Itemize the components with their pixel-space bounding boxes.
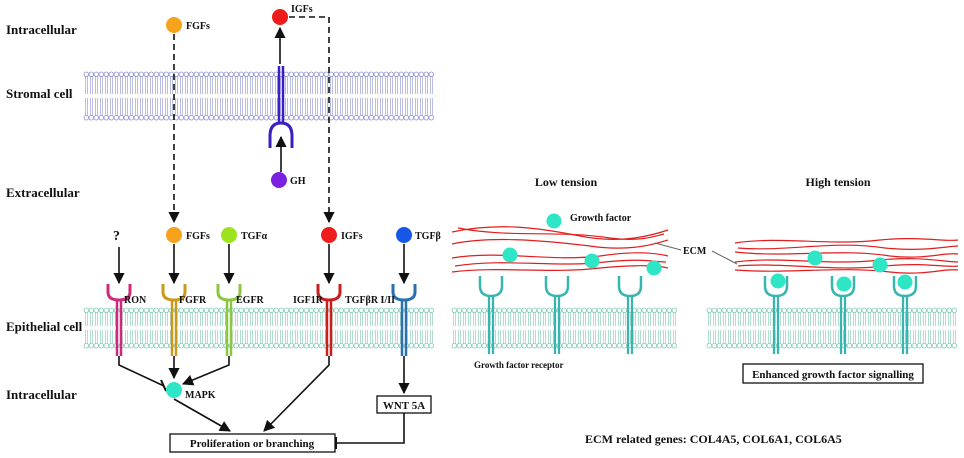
mapk-to-proliferation-arrow <box>173 398 231 432</box>
growth-factor-receptor <box>617 276 643 354</box>
high-tension-title: High tension <box>805 175 870 189</box>
growth-factor-ball <box>807 250 823 266</box>
proliferation-box <box>169 433 336 453</box>
ecm-fiber-high <box>734 258 959 263</box>
ron-to-mapk-inhibition <box>118 356 165 387</box>
tgfbr-label: TGFβR I/II <box>345 295 395 306</box>
tgfb-label: TGFβ <box>415 231 441 242</box>
growth-factor-ball <box>646 260 662 276</box>
mapk-node <box>166 382 182 398</box>
wnt5a-inhibition-line <box>336 413 405 444</box>
igf1r-to-proliferation-arrow <box>263 356 330 432</box>
membranes <box>83 71 957 349</box>
ecm-fiber-high <box>737 244 959 250</box>
growth-factor-ball <box>872 257 888 273</box>
label-stromal-cell: Stromal cell <box>6 86 73 101</box>
fgfs-node <box>166 227 182 243</box>
label-intracellular-bottom: Intracellular <box>6 387 77 402</box>
fgfs-label: FGFs <box>186 231 210 242</box>
ecm-fiber-low <box>451 252 669 259</box>
gh-label: GH <box>290 176 306 187</box>
growth-factor-receptor <box>478 276 504 354</box>
ecm-fiber-low <box>451 238 669 249</box>
tgfa-label: TGFα <box>241 231 268 242</box>
growth-factors <box>502 213 913 292</box>
growth-factor-receptor <box>892 276 918 354</box>
growth-factor-ball <box>584 253 600 269</box>
tgfa-node <box>221 227 237 243</box>
low-tension-title: Low tension <box>535 175 598 189</box>
wnt5a-label: WNT 5A <box>383 400 425 412</box>
label-epithelial-cell: Epithelial cell <box>6 319 83 334</box>
ecm-fiber-high <box>734 269 959 274</box>
growth-factor-ball <box>770 273 786 289</box>
ecm-pointer-high <box>711 250 738 265</box>
gh-receptor <box>268 66 294 148</box>
egfr-label: EGFR <box>236 295 265 306</box>
proliferation-label: Proliferation or branching <box>190 438 315 450</box>
gh-node <box>271 172 287 188</box>
growth-factor-receptor-label: Growth factor receptor <box>474 360 563 370</box>
low-tension-membrane <box>451 307 677 349</box>
tgfbr-receptor <box>391 284 417 356</box>
egfr-receptor <box>216 284 242 356</box>
growth-factor-label: Growth factor <box>570 213 632 224</box>
ecm-genes-note: ECM related genes: COL4A5, COL6A1, COL6A… <box>585 432 842 446</box>
ecm-fiber-high <box>734 238 959 244</box>
ecm-fiber-low <box>451 265 669 273</box>
growth-factor-ball <box>546 213 562 229</box>
label-extracellular: Extracellular <box>6 185 80 200</box>
egfr-to-mapk-arrow <box>181 356 230 386</box>
growth-factor-ball <box>836 276 852 292</box>
fgfr-label: FGFR <box>179 295 207 306</box>
igfs-label: IGFs <box>341 231 363 242</box>
high-tension-membrane <box>706 307 957 349</box>
ecm-label: ECM <box>683 246 707 257</box>
ecm-fiber-high <box>734 251 959 258</box>
growth-factor-ball <box>897 274 913 290</box>
unknown-ligand-label: ? <box>113 229 120 244</box>
igfs-stromal-node <box>272 9 288 25</box>
epithelial-membrane <box>83 307 434 349</box>
ron-inhibition-bar <box>160 379 167 392</box>
fgfs-stromal-label: FGFs <box>186 21 210 32</box>
growth-factor-receptors <box>478 276 918 354</box>
fgfs-stromal-node <box>166 17 182 33</box>
ecm-fiber-low <box>457 227 665 240</box>
mapk-label: MAPK <box>185 390 216 401</box>
enhanced-signalling-label: Enhanced growth factor signalling <box>752 369 914 381</box>
igfs-node <box>321 227 337 243</box>
stromal-membrane <box>83 71 434 121</box>
igfs-secretion-arrow <box>289 16 335 224</box>
ecm-fiber-low <box>451 226 669 240</box>
fgfr-receptor <box>161 284 187 356</box>
ron-label: RON <box>124 295 147 306</box>
enhanced-signalling-box <box>742 363 924 384</box>
ecm-fiber-high <box>737 264 959 269</box>
tgfb-node <box>396 227 412 243</box>
label-intracellular-top: Intracellular <box>6 22 77 37</box>
growth-factor-ball <box>502 247 518 263</box>
igfs-stromal-label: IGFs <box>291 4 313 15</box>
growth-factor-receptor <box>830 276 856 354</box>
igf1r-receptor <box>316 284 342 356</box>
ron-receptor <box>106 284 132 356</box>
igf1r-label: IGF1R <box>293 295 324 306</box>
growth-factor-receptor <box>544 276 570 354</box>
ecm-pointer-low <box>654 242 682 251</box>
growth-factor-receptor <box>763 276 789 354</box>
